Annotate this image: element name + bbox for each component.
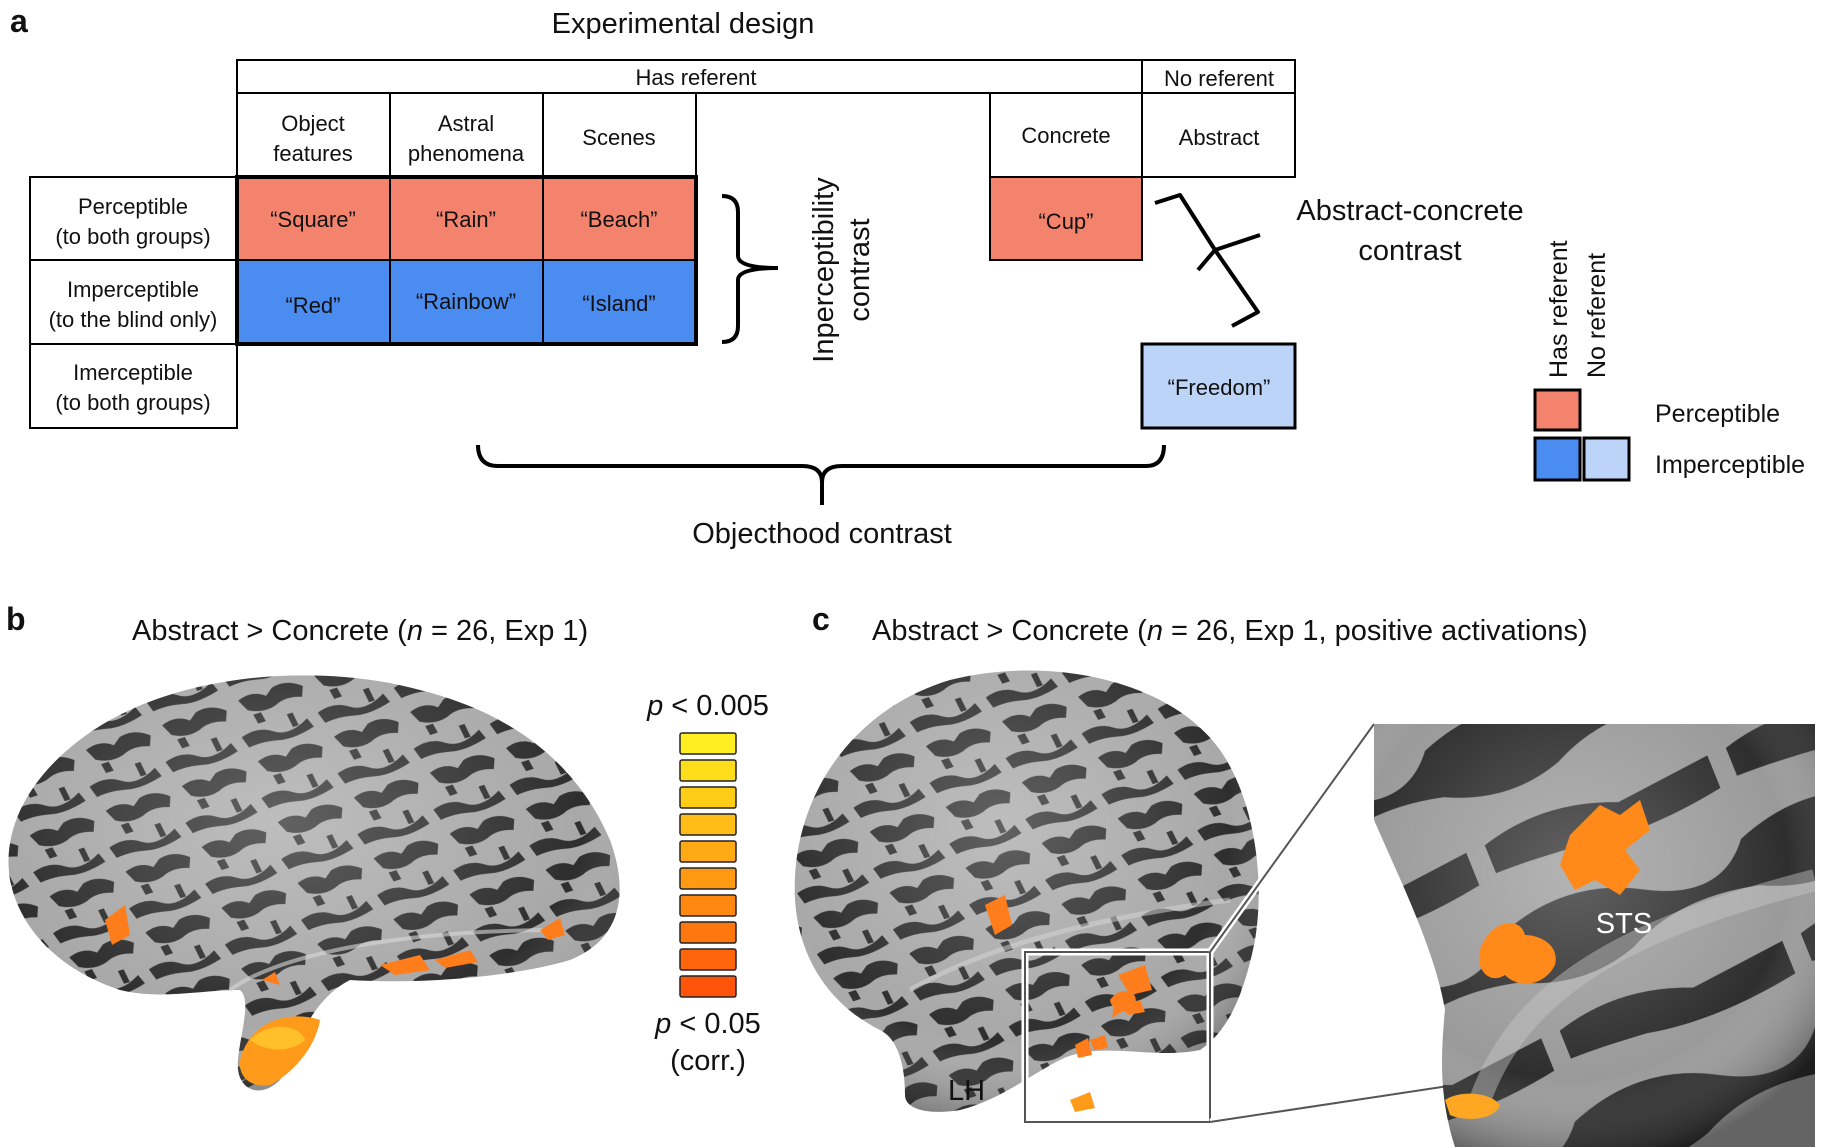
activation-inset-3 — [1075, 1038, 1092, 1058]
colorbar-bottom-p: p — [654, 1008, 671, 1040]
row-perceptible-line2: (to both groups) — [55, 224, 210, 249]
zoom-inset — [1374, 724, 1815, 1147]
panel-c-title-prefix: Abstract > Concrete ( — [872, 615, 1147, 647]
panel-a-letter: a — [10, 3, 28, 39]
word-red: “Red” — [285, 293, 340, 318]
colorbar-swatch — [679, 786, 737, 809]
activation-zoom-3 — [1445, 1093, 1500, 1119]
word-freedom: “Freedom” — [1168, 375, 1271, 400]
legend-imperceptible-label: Imperceptible — [1655, 451, 1805, 479]
col-scenes-label: Scenes — [582, 125, 655, 150]
row-perceptible-line1: Perceptible — [78, 194, 188, 219]
colorbar-bottom-note: (corr.) — [670, 1045, 746, 1077]
activation-inset-1 — [1110, 990, 1136, 1012]
has-referent-label: Has referent — [635, 65, 756, 90]
colorbar-swatch — [679, 840, 737, 863]
experimental-design-title: Experimental design — [552, 8, 815, 40]
colorbar-bottom-label: p < 0.05 — [654, 1008, 761, 1040]
panel-b-title-n: n — [407, 615, 423, 647]
imperceptibility-contrast-line1: Inperceptibility — [808, 177, 840, 363]
colorbar-swatch — [679, 921, 737, 944]
cell-cup — [989, 176, 1143, 261]
panel-b-title-suffix: = 26, Exp 1) — [423, 615, 588, 647]
legend-no-referent: No referent — [1583, 253, 1611, 378]
col-object-features-line2: features — [273, 141, 353, 166]
panel-b-letter: b — [6, 601, 26, 637]
col-astral-line2: phenomena — [408, 141, 525, 166]
colorbar-bottom-value: < 0.05 — [671, 1008, 761, 1040]
col-object-features-line1: Object — [281, 111, 345, 136]
row-imperceptible-blind-line2: (to the blind only) — [49, 307, 218, 332]
legend-has-referent: Has referent — [1545, 240, 1573, 378]
no-referent-label: No referent — [1164, 66, 1274, 91]
colorbar-swatch — [679, 732, 737, 755]
word-rain: “Rain” — [436, 207, 496, 232]
panel-c-title-suffix: = 26, Exp 1, positive activations) — [1163, 615, 1588, 647]
colorbar-swatch — [679, 867, 737, 890]
legend-imperceptible-light-swatch — [1582, 436, 1631, 482]
col-concrete-label: Concrete — [1021, 123, 1110, 148]
word-square: “Square” — [270, 207, 356, 232]
projection-lines — [1209, 723, 1456, 1123]
panel-c-title-n: n — [1147, 615, 1163, 647]
colorbar-swatch — [679, 759, 737, 782]
activation-inset-4 — [1070, 1092, 1095, 1112]
imperceptibility-bracket — [721, 194, 779, 344]
activation-zoom-1 — [1560, 800, 1650, 895]
col-abstract — [1141, 92, 1296, 178]
cell-freedom — [1140, 342, 1297, 430]
word-beach: “Beach” — [580, 207, 657, 232]
legend-perceptible-label: Perceptible — [1655, 400, 1780, 428]
inset-box — [1024, 951, 1211, 1123]
hemisphere-label: LH — [948, 1075, 985, 1107]
objecthood-contrast-label: Objecthood contrast — [692, 518, 952, 550]
imperceptibility-contrast-line2: contrast — [844, 218, 876, 321]
row-imperceptible-both — [29, 343, 238, 429]
colorbar-top-value: < 0.005 — [663, 690, 769, 722]
abstract-concrete-bracket — [1154, 193, 1261, 328]
has-referent-block-outline — [235, 175, 698, 346]
objecthood-bracket — [476, 444, 1166, 505]
row-imperceptible-both-line2: (to both groups) — [55, 390, 210, 415]
row-imperceptible-blind-line1: Imperceptible — [67, 277, 199, 302]
panel-c-letter: c — [812, 601, 830, 637]
word-rainbow: “Rainbow” — [416, 289, 516, 314]
col-astral-line1: Astral — [438, 111, 494, 136]
abstract-concrete-line1: Abstract-concrete — [1296, 195, 1523, 227]
colorbar-swatch — [679, 894, 737, 917]
abstract-concrete-line2: contrast — [1358, 235, 1461, 267]
legend-perceptible-swatch — [1533, 388, 1582, 432]
row-imperceptible-both-line1: Imerceptible — [73, 360, 193, 385]
cell-red — [236, 259, 391, 345]
col-abstract-label: Abstract — [1179, 125, 1260, 150]
colorbar-top-label: p < 0.005 — [646, 690, 769, 722]
colorbar-swatch — [679, 975, 737, 998]
panel-c-title: Abstract > Concrete (n = 26, Exp 1, posi… — [872, 615, 1588, 647]
panel-b-title: Abstract > Concrete (n = 26, Exp 1) — [132, 615, 588, 647]
cell-square — [236, 176, 391, 261]
colorbar-swatch — [679, 948, 737, 971]
activation-inset-2 — [1090, 1035, 1108, 1050]
brain-lateral-view-b — [8, 675, 620, 1091]
colorbar-top-p: p — [646, 690, 663, 722]
panel-b-title-prefix: Abstract > Concrete ( — [132, 615, 407, 647]
word-cup: “Cup” — [1038, 209, 1093, 234]
activation-zoom-2 — [1479, 923, 1556, 984]
colorbar — [679, 732, 737, 998]
legend-imperceptible-swatch — [1533, 436, 1582, 482]
brain-oblique-view-c — [794, 670, 1259, 1112]
colorbar-swatch — [679, 813, 737, 836]
sts-label: STS — [1596, 908, 1652, 940]
word-island: “Island” — [582, 291, 655, 316]
